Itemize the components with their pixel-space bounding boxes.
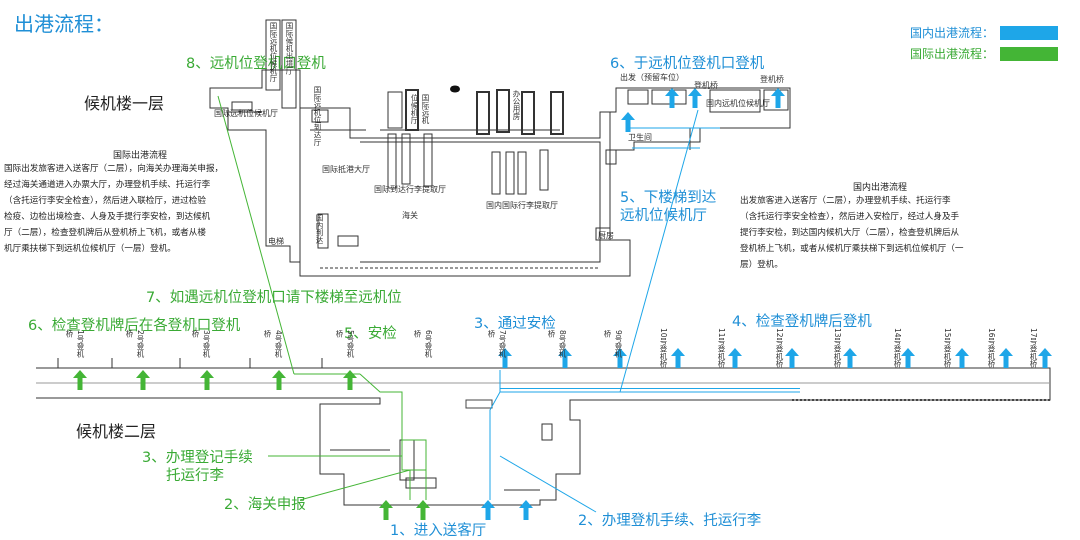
dom-process-note: 国内出港流程 出发旅客进入送客厅（二层），办理登机手续、托运行李 （含托运行李安…: [740, 180, 1020, 273]
customs-label: 海关: [402, 211, 418, 220]
restroom-label: 卫生间: [628, 133, 652, 142]
intl-note-line: （含托运行李安全检查），然后进入联检厅，进过检验: [4, 196, 206, 206]
intl-step-2: 2、海关申报: [224, 497, 306, 513]
gate-label-15: 15号登机桥: [943, 328, 952, 368]
dom-step-2: 2、办理登机手续、托运行李: [578, 513, 762, 529]
gate-label-3: 3号登机桥: [191, 330, 211, 358]
legend-domestic-label: 国内出港流程：: [909, 26, 994, 40]
gate-label-1: 1号登机桥: [65, 330, 85, 358]
legend-international: 国际出港流程：: [910, 45, 1058, 62]
intl-step-1: 1、进入送客厅: [390, 523, 487, 539]
gate-label-17: 17号登机桥: [1029, 328, 1038, 368]
intl-step-7: 7、如遇远机位登机口请下楼梯至远机位: [146, 290, 402, 306]
dom-bridge-label: 登机桥: [694, 81, 718, 90]
floor-one-label: 候机楼一层: [84, 94, 165, 113]
dom-note-line: 提行李安检，到达国内候机大厅（二层），检查登机牌后从: [740, 228, 960, 238]
gate-label-5: 5号登机桥: [335, 330, 355, 358]
intl-note-title: 国际出港流程: [112, 151, 167, 161]
dom-step-4: 4、检查登机牌后登机: [732, 314, 872, 330]
gate-label-2: 2号登机桥: [125, 330, 145, 358]
gate-label-11: 11号登机桥: [717, 328, 726, 368]
dom-note-line: （含托运行李安全检查），然后进入安检厅，经过人身及手: [740, 212, 960, 222]
gate-label-9: 9号登机桥: [603, 330, 623, 358]
intl-note-line: 经过海关通道进入办票大厅，办理登机手续、托运行李: [4, 180, 211, 190]
blue-arrows: [481, 88, 1052, 520]
gate-label-6: 6号登机桥: [413, 330, 433, 358]
boarding-bridge-label: 登机桥: [760, 75, 784, 84]
floor-two-label: 候机楼二层: [76, 422, 157, 441]
carousel-label-2: 办公用房: [512, 90, 521, 120]
carousel-label-1: 国际远机位候机厅: [410, 94, 430, 124]
gate-label-10: 10号登机桥: [659, 328, 668, 368]
page-title: 出港流程：: [14, 12, 114, 36]
intl-step-8: 8、远机位登机口登机: [186, 56, 326, 72]
dom-step-6: 6、于远机位登机口登机: [610, 56, 765, 72]
intl-arrival-hall-label: 国际抵港大厅: [322, 165, 370, 174]
gate-label-4: 4号登机桥: [263, 330, 283, 358]
intl-note-line: 国际出发旅客进入送客厅（二层），向海关办理海关申报，: [4, 164, 224, 174]
intl-note-line: 检疫、边检出境检查、人身及手提行李安检，到达候机: [4, 212, 211, 222]
kitchen-label: 厨房: [598, 231, 614, 240]
dom-remote-hall-label: 国内远机位候机厅: [706, 99, 770, 108]
gate-label-12: 12号登机桥: [775, 328, 784, 368]
legend-domestic: 国内出港流程：: [910, 24, 1058, 41]
intl-note-line: 厅（二层），检查登机牌后从登机桥上飞机，或者从楼: [4, 228, 206, 238]
elevator-label: 电梯: [268, 237, 284, 246]
dom-step-5-sub: 远机位候机厅: [620, 208, 707, 224]
gate-label-7: 7号登机桥: [487, 330, 507, 358]
intl-note-line: 机厅乘扶梯下到远机位候机厅（一层）登机。: [4, 244, 176, 254]
intl-step-3-sub: 托运行李: [166, 468, 224, 484]
intl-baggage-label: 国际到达行李提取厅: [374, 185, 446, 194]
intl-step-6: 6、检查登机牌后在各登机口登机: [28, 318, 241, 334]
gate-label-14: 14号登机桥: [893, 328, 902, 368]
legend-international-swatch: [1000, 46, 1058, 61]
gate-label-8: 8号登机桥: [547, 330, 567, 358]
top-vertical-label-2: 国际候机出境厅: [285, 22, 294, 75]
legend-international-label: 国际出港流程：: [909, 47, 994, 61]
dom-note-line: 出发旅客进入送客厅（二层），办理登机手续、托运行李: [740, 196, 951, 206]
departure-label: 出发（预留车位）: [620, 73, 684, 82]
gate-label-16: 16号登机桥: [987, 328, 996, 368]
dom-baggage-label: 国内国际行李提取厅: [486, 201, 558, 210]
dom-note-line: 登机桥上飞机，或者从候机厅乘扶梯下到远机位候机厅（一: [740, 244, 964, 254]
intl-corridor-label: 国际远机位到达厅: [313, 86, 322, 146]
dom-note-line: 层）登机。: [740, 260, 783, 270]
intl-step-5: 5、安检: [344, 326, 397, 342]
gate-label-13: 13号登机桥: [833, 328, 842, 368]
dom-arrival-label: 国内到达: [315, 214, 324, 244]
dom-note-title: 国内出港流程: [852, 183, 907, 193]
dom-step-3: 3、通过安检: [474, 316, 556, 332]
intl-process-note: 国际出港流程 国际出发旅客进入送客厅（二层），向海关办理海关申报， 经过海关通道…: [4, 148, 276, 257]
dom-step-5: 5、下楼梯到达: [620, 190, 717, 206]
intl-remote-hall-label: 国际远机位候机厅: [214, 109, 278, 118]
top-vertical-label-1: 国际远机位候机厅: [269, 22, 278, 82]
intl-step-3: 3、办理登记手续: [142, 450, 253, 466]
legend-domestic-swatch: [1000, 25, 1058, 40]
